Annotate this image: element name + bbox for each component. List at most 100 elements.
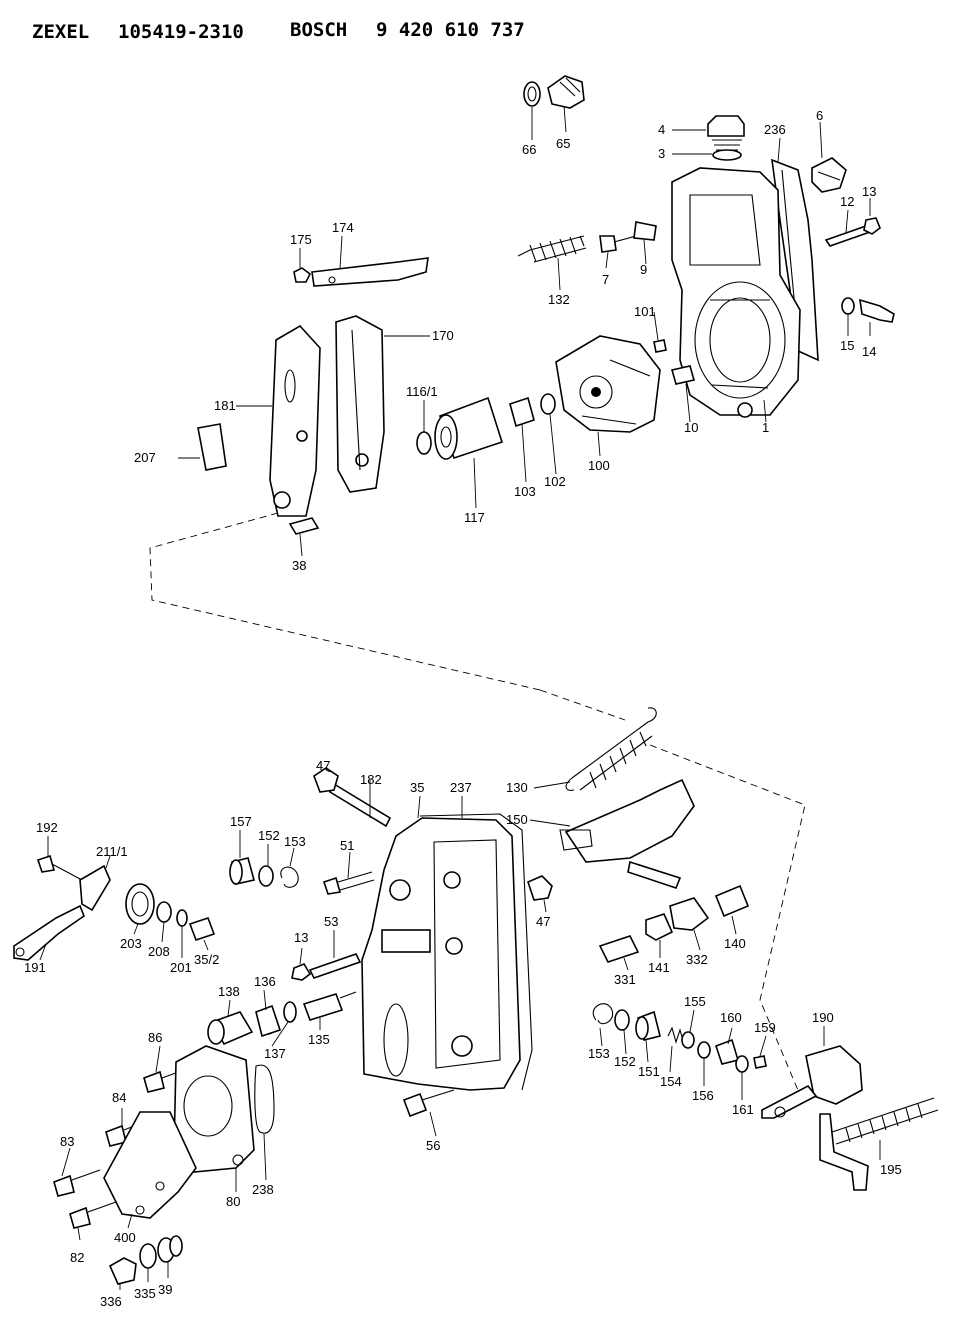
part-152-washer-left [258,865,274,887]
part-35-governor-cover [361,817,521,1091]
part-160-bushing [714,1038,740,1065]
label-130: 130 [506,780,528,795]
label-47-lower: 47 [536,914,550,929]
connector-line-left [149,512,541,691]
label-12: 12 [840,194,854,209]
label-154: 154 [660,1074,682,1089]
label-211-1: 211/1 [96,844,128,859]
part-182-pin [328,782,392,828]
part-51-screw [322,871,375,895]
part-4-plug [707,115,745,151]
part-138-cap [207,1011,254,1046]
label-238: 238 [252,1182,274,1197]
part-191-lever [13,904,85,961]
label-155: 155 [684,994,706,1009]
label-161: 161 [732,1102,754,1117]
part-237-gasket [419,813,533,1091]
label-175: 175 [290,232,312,247]
part-192-screw [36,854,83,881]
label-103: 103 [514,484,536,499]
label-35-2: 35/2 [194,952,219,967]
part-1-governor-housing [671,167,801,418]
part-103-sleeve [509,396,535,428]
label-83: 83 [60,1134,74,1149]
label-65: 65 [556,136,570,151]
label-160: 160 [720,1010,742,1025]
part-157-bushing [229,857,255,885]
part-7-screw [599,235,637,253]
part-13-nut-upper [863,217,881,235]
part-56-screw [402,1089,455,1118]
label-9: 9 [640,262,647,277]
part-132-spring [517,235,587,263]
part-335-washer [139,1243,157,1269]
part-53-stud [308,953,362,979]
label-152-left: 152 [258,828,280,843]
label-336: 336 [100,1294,122,1309]
brand-bosch: BOSCH [290,19,347,41]
part-195-lever-arm [819,1113,869,1191]
part-174-link [311,257,429,287]
part-152-washer-right [614,1009,630,1031]
zexel-part-number: 105419-2310 [118,21,244,43]
label-157: 157 [230,814,252,829]
part-47-nut-upper [313,767,339,793]
label-153-right: 153 [588,1046,610,1061]
label-237: 237 [450,780,472,795]
label-191: 191 [24,960,46,975]
label-138: 138 [218,984,240,999]
label-3: 3 [658,146,665,161]
part-336-nut [108,1257,137,1285]
part-135-spring-screw [302,991,357,1021]
part-47-nut-lower [527,875,553,901]
label-66: 66 [522,142,536,157]
part-15-washer [841,297,855,315]
label-14: 14 [862,344,876,359]
label-56: 56 [426,1138,440,1153]
label-35: 35 [410,780,424,795]
part-140-screw [714,884,750,918]
bosch-part-number: 9 420 610 737 [376,19,525,41]
assembly-connection-lines [149,512,806,1096]
part-400-bracket [103,1111,197,1219]
label-135: 135 [308,1032,330,1047]
part-203-cap [125,883,155,925]
label-150: 150 [506,812,528,827]
label-1: 1 [762,420,769,435]
part-155-washer [681,1031,695,1049]
part-181-guide-lever [269,324,321,517]
part-117-sleeve [434,396,504,460]
part-13-nut-lower [291,963,312,981]
label-6: 6 [816,108,823,123]
part-130-spring [565,707,657,791]
label-159: 159 [754,1020,776,1035]
label-174: 174 [332,220,354,235]
part-195-spring [831,1097,939,1145]
part-201-ring [176,909,188,927]
part-156-washer [697,1041,711,1059]
label-203: 203 [120,936,142,951]
label-10: 10 [684,420,698,435]
label-331: 331 [614,972,636,987]
label-201: 201 [170,960,192,975]
part-65-banjo-bolt [547,75,585,109]
label-86: 86 [148,1030,162,1045]
label-236: 236 [764,122,786,137]
part-161-washer [735,1055,749,1073]
label-192: 192 [36,820,58,835]
lower-assembly [13,707,939,1285]
label-84: 84 [112,1090,126,1105]
label-151: 151 [638,1064,660,1079]
part-175-nut [293,267,312,283]
label-39: 39 [158,1282,172,1297]
header: ZEXEL 105419-2310 BOSCH 9 420 610 737 [32,19,525,43]
label-51: 51 [340,838,354,853]
brand-zexel: ZEXEL [32,21,89,43]
label-53: 53 [324,914,338,929]
label-13-lower: 13 [294,930,308,945]
part-14-stop-screw [859,298,895,323]
label-132: 132 [548,292,570,307]
label-13-upper: 13 [862,184,876,199]
part-207-block [197,423,227,471]
label-117: 117 [464,510,485,525]
